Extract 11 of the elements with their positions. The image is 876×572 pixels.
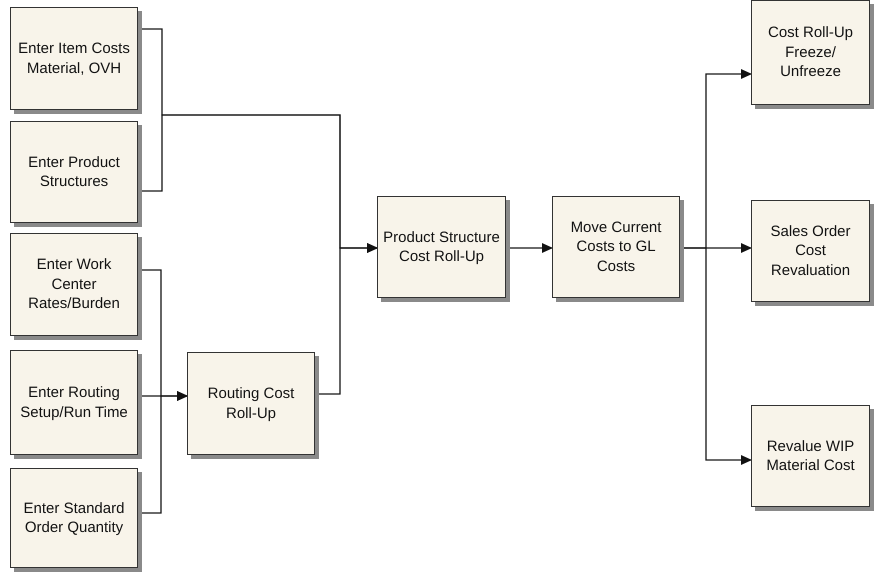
box-label: Move Current Costs to GL Costs xyxy=(570,218,662,276)
box-label: Enter Product Structures xyxy=(27,152,121,192)
box-label: Revalue WIP Material Cost xyxy=(765,436,856,476)
box-label: Cost Roll-Up Freeze/ Unfreeze xyxy=(766,23,854,82)
box-label: Sales Order Cost Revaluation xyxy=(769,222,852,280)
box-label: Product Structure Cost Roll-Up xyxy=(382,228,501,266)
box-label: Routing Cost Roll-Up xyxy=(206,384,296,423)
box-label: Enter Standard Order Quantity xyxy=(22,498,126,538)
box-label: Enter Routing Setup/Run Time xyxy=(19,383,129,422)
box-label: Enter Work Center Rates/Burden xyxy=(27,255,121,314)
box-label: Enter Item Costs Material, OVH xyxy=(17,39,131,78)
